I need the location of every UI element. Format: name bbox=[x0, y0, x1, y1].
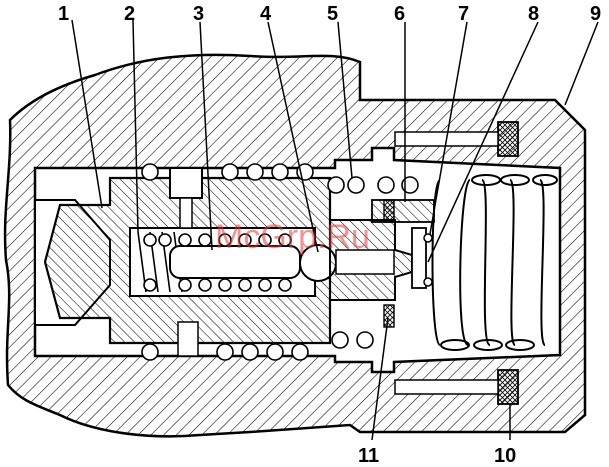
callout-3: 3 bbox=[193, 3, 204, 25]
sleeve bbox=[372, 200, 434, 222]
callout-8: 8 bbox=[528, 3, 539, 25]
watermark-text: McGrp.Ru bbox=[215, 218, 370, 256]
circlip-upper bbox=[424, 234, 432, 242]
end-plug-channel-lower bbox=[395, 380, 498, 394]
end-seal-lower bbox=[498, 370, 518, 404]
callout-5: 5 bbox=[327, 3, 338, 25]
circlip-lower bbox=[424, 278, 432, 286]
callout-2: 2 bbox=[124, 3, 135, 25]
seal-ring-lower bbox=[384, 305, 394, 327]
callout-6: 6 bbox=[394, 3, 405, 25]
end-seal-upper bbox=[498, 122, 518, 156]
side-port bbox=[170, 168, 202, 198]
callout-1: 1 bbox=[58, 3, 69, 25]
side-port-stem bbox=[180, 198, 192, 228]
seal-ring-upper bbox=[384, 200, 394, 222]
callout-7: 7 bbox=[458, 3, 469, 25]
bottom-port bbox=[178, 322, 198, 356]
callout-10: 10 bbox=[494, 445, 516, 467]
callout-11: 11 bbox=[358, 445, 379, 467]
callout-9: 9 bbox=[590, 3, 601, 25]
callout-4: 4 bbox=[260, 3, 272, 25]
